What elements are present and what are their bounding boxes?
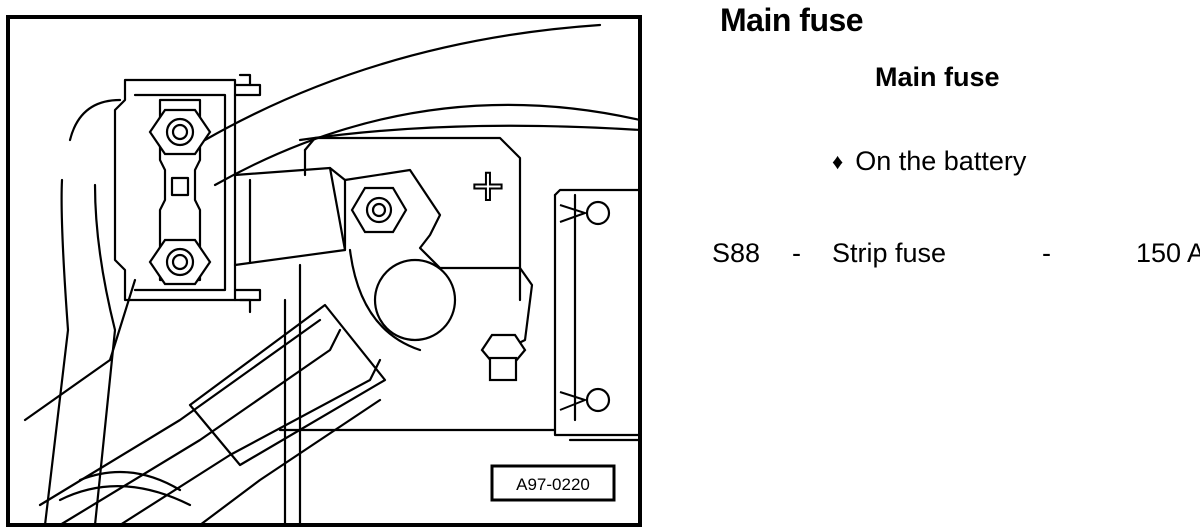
figure-id-label: A97-0220 [516,475,590,494]
battery-fuse-illustration: + A97-0220 [6,15,642,527]
positive-terminal-plus: + [472,154,505,217]
location-bullet: ♦ On the battery [832,146,1026,177]
fuse-code: S88 [712,238,761,268]
fuse-rating: 150 A [1136,238,1200,268]
separator: - [1042,238,1051,268]
section-subtitle: Main fuse [875,62,1000,92]
page-title: Main fuse [720,2,864,38]
fuse-name: Strip fuse [832,238,947,268]
separator: - [792,238,801,268]
diamond-bullet-icon: ♦ [832,148,844,174]
location-text: On the battery [855,146,1027,176]
